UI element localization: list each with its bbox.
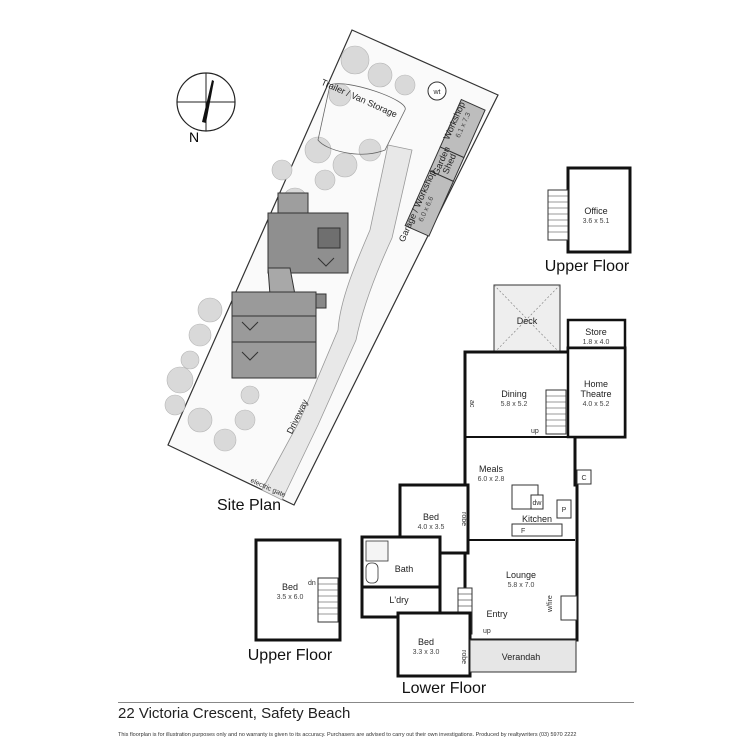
office-stair — [547, 189, 569, 241]
verandah — [469, 639, 577, 673]
compass-label: N — [189, 129, 199, 145]
kitchen-label: Kitchen — [522, 514, 552, 524]
cupboard — [576, 469, 592, 485]
property-address: 22 Victoria Crescent, Safety Beach — [118, 705, 351, 722]
upper-floor-title-1: Upper Floor — [545, 258, 630, 275]
wfire-label: w/fire — [547, 595, 554, 613]
lower-floor: Deck Store 1.8 x 4.0 Home Theatre 4.0 x … — [360, 284, 627, 697]
disclaimer-text: This floorplan is for illustration purpo… — [118, 732, 577, 738]
pantry-label: P — [562, 507, 567, 514]
dining-stair — [545, 389, 567, 435]
outbuildings — [404, 98, 486, 237]
compass: N — [176, 72, 236, 145]
office-label: Office — [584, 206, 607, 216]
bath-label: Bath — [395, 564, 414, 574]
cupboard-label: C — [581, 475, 586, 482]
upper-bed-dim: 3.5 x 6.0 — [277, 594, 304, 601]
upper-bed-label: Bed — [282, 582, 298, 592]
pantry — [556, 499, 572, 519]
lounge-label: Lounge — [506, 570, 536, 580]
lower-floor-title: Lower Floor — [402, 680, 487, 697]
kitchen-bench — [511, 523, 563, 537]
dining-up: up — [531, 428, 539, 435]
upper-bed-dn: dn — [308, 580, 316, 587]
store-label: Store — [585, 327, 607, 337]
fireplace — [560, 595, 578, 621]
fridge-label: F — [521, 528, 525, 535]
upper-floor-bed: dn Bed 3.5 x 6.0 Upper Floor — [248, 538, 342, 664]
site-plan-title: Site Plan — [217, 497, 281, 514]
ac-label: ac — [468, 400, 475, 408]
home-theatre-room — [566, 346, 627, 439]
home-theatre-label-2: Theatre — [580, 389, 611, 399]
upper-floor-office: Office 3.6 x 5.1 Upper Floor — [545, 166, 632, 275]
laundry-label: L'dry — [389, 595, 409, 605]
upper-floor-title-2: Upper Floor — [248, 647, 333, 664]
home-theatre-dim: 4.0 x 5.2 — [583, 401, 610, 408]
deck — [493, 284, 561, 354]
meals-label: Meals — [479, 464, 504, 474]
bathtub — [365, 562, 379, 584]
trailer-area — [317, 83, 406, 155]
dining-label: Dining — [501, 389, 527, 399]
deck-label: Deck — [517, 316, 538, 326]
entry-label: Entry — [486, 609, 508, 619]
wt-label: wt — [433, 89, 441, 96]
bed2-dim: 3.3 x 3.0 — [413, 649, 440, 656]
house-footprint — [231, 192, 349, 379]
site-plan: Trailer / Van Storage wt Workshop 6.1 x … — [164, 29, 499, 514]
bed1-label: Bed — [423, 512, 439, 522]
shower — [365, 540, 389, 562]
office-dim: 3.6 x 5.1 — [583, 218, 610, 225]
upper-bed-stair — [317, 577, 339, 623]
lounge-dim: 5.8 x 7.0 — [508, 582, 535, 589]
store-room — [566, 318, 627, 350]
bed1-dim: 4.0 x 3.5 — [418, 524, 445, 531]
dishwasher — [530, 494, 544, 510]
home-theatre-label-1: Home — [584, 379, 608, 389]
verandah-label: Verandah — [502, 652, 541, 662]
water-tank — [427, 81, 447, 101]
dw-label: dw — [533, 500, 543, 507]
robe1-label: robe — [460, 512, 467, 526]
compass-needle-icon — [202, 80, 214, 123]
store-dim: 1.8 x 4.0 — [583, 339, 610, 346]
bed2-room — [396, 611, 472, 678]
robe2-label: robe — [460, 650, 467, 664]
footer-rule — [118, 702, 634, 703]
driveway — [261, 144, 413, 501]
bed2-label: Bed — [418, 637, 434, 647]
entry-up: up — [483, 628, 491, 635]
meals-dim: 6.0 x 2.8 — [478, 476, 505, 483]
dining-dim: 5.8 x 5.2 — [501, 401, 528, 408]
garage-building — [404, 170, 454, 237]
